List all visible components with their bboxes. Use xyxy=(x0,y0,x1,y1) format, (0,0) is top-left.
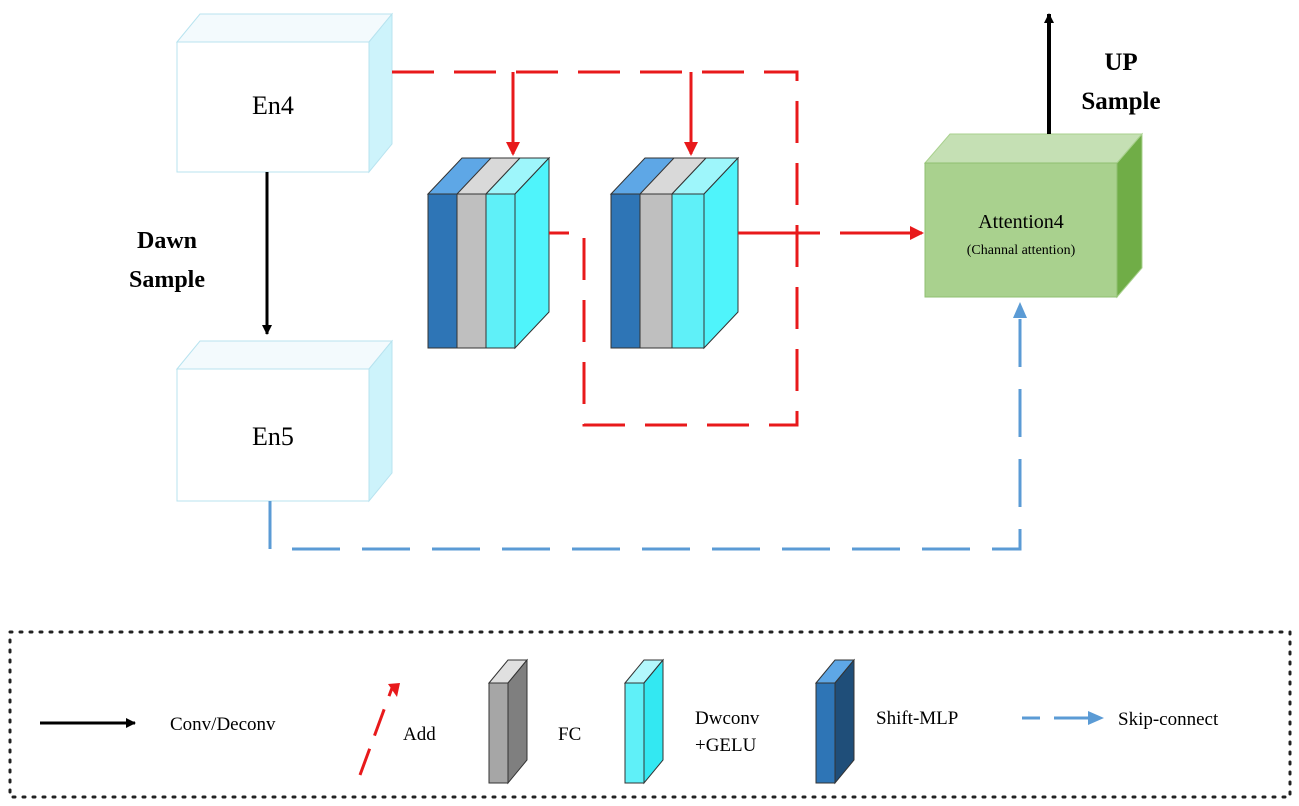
legend-fc-label: FC xyxy=(558,724,581,745)
legend-skip-arrowhead xyxy=(1088,711,1104,725)
en5-label: En5 xyxy=(252,422,294,451)
legend-skip-label: Skip-connect xyxy=(1118,709,1219,730)
legend-conv-label: Conv/Deconv xyxy=(170,714,276,735)
down-sample-label-line2: Sample xyxy=(129,267,205,293)
legend-shift-mlp-label: Shift-MLP xyxy=(876,708,958,729)
legend-fc-swatch xyxy=(487,658,529,785)
attention4-title: Attention4 xyxy=(978,211,1064,233)
en5-block: En5 xyxy=(175,339,394,503)
red-dashed-paths xyxy=(392,70,799,427)
legend-dwconv-label-line2: +GELU xyxy=(695,735,757,756)
attention4-subtitle: (Channal attention) xyxy=(967,243,1076,258)
shift-mlp-block-2 xyxy=(609,156,740,350)
legend-add-label: Add xyxy=(403,724,436,745)
up-sample-label-line1: UP xyxy=(1104,49,1137,76)
legend-box xyxy=(8,630,1292,799)
shift-mlp-block-1 xyxy=(426,156,551,350)
legend-shift-mlp-swatch xyxy=(814,658,856,785)
down-sample-label-line1: Dawn xyxy=(137,228,197,254)
skip-connect-arrowhead xyxy=(1013,302,1027,318)
en4-block: En4 xyxy=(175,12,394,174)
legend-add-arrowhead xyxy=(388,683,400,697)
en4-label: En4 xyxy=(252,91,294,120)
legend-dwconv-swatch xyxy=(623,658,665,785)
up-sample-label-line2: Sample xyxy=(1081,88,1160,115)
legend-dwconv-label-line1: Dwconv xyxy=(695,708,760,729)
skip-connect-path xyxy=(268,318,1022,551)
legend-add-arrow xyxy=(358,687,394,776)
attention4-block: Attention4 (Channal attention) xyxy=(923,132,1144,299)
